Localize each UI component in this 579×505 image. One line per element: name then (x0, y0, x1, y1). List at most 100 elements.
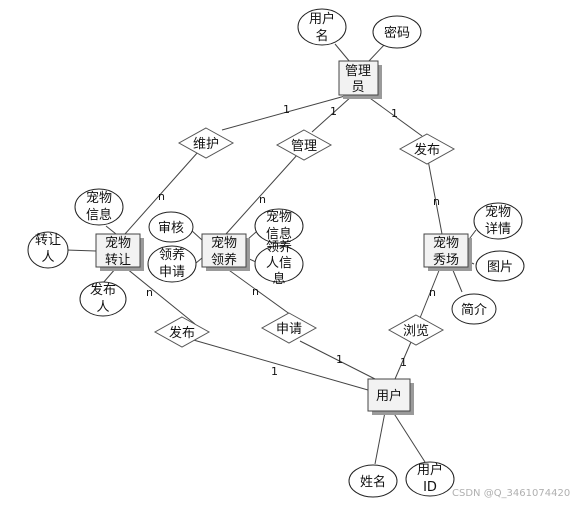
entity-pet-adopt-l2: 领养 (211, 252, 237, 268)
entity-user-label: 用户 (376, 388, 402, 404)
edge-adopt-review (190, 229, 203, 241)
attr-adopt-adopter-info-l3: 息 (272, 271, 285, 287)
entity-pet-adopt: 宠物 领养 (201, 233, 250, 271)
attr-show-pet-detail: 宠物 详情 (473, 202, 523, 240)
attr-transfer-publisher: 发布 人 (79, 281, 127, 317)
rel-manage-label: 管理 (291, 139, 317, 154)
entity-pet-transfer: 宠物 转让 (95, 233, 144, 271)
entity-admin-l2: 员 (351, 80, 364, 95)
rel-publish-show: 发布 (398, 133, 456, 165)
entity-pet-show-l1: 宠物 (433, 235, 459, 251)
card-admin-publish: 1 (391, 107, 398, 120)
edge-publish-show (427, 159, 443, 235)
rel-publish-transfer: 发布 (153, 316, 211, 348)
edge-show-intro (451, 267, 463, 293)
entity-admin-l1: 管理 (345, 64, 371, 79)
attr-transfer-transferor: 转让 人 (27, 231, 69, 269)
entity-pet-show: 宠物 秀场 (423, 233, 472, 271)
attr-admin-username-l2: 名 (315, 28, 328, 44)
edge-transfer-petinfo (105, 225, 117, 235)
attr-transfer-transferor-l2: 人 (41, 250, 54, 265)
card-manage-adopt: n (259, 193, 266, 206)
card-publish-show: n (433, 195, 440, 208)
edge-adopt-apply (195, 257, 203, 264)
entity-user: 用户 (367, 378, 414, 415)
edge-admin-maintain (221, 95, 346, 131)
edge-maintain-transfer (124, 151, 199, 235)
rel-maintain: 维护 (177, 127, 235, 159)
attr-show-picture-text: 图片 (487, 260, 513, 275)
watermark: CSDN @Q_3461074420 (452, 488, 570, 499)
card-show-browse: n (429, 286, 436, 299)
attr-transfer-petinfo-l2: 信息 (86, 207, 112, 223)
attr-transfer-publisher-l1: 发布 (90, 282, 116, 298)
edge-transfer-transferor (65, 249, 97, 252)
attr-user-id: 用户 ID (405, 461, 455, 497)
rel-manage: 管理 (275, 129, 333, 161)
rel-maintain-label: 维护 (193, 137, 219, 152)
attr-show-picture: 图片 (475, 250, 525, 282)
attr-adopt-petinfo-l1: 宠物 (266, 209, 292, 225)
edge-admin-manage (311, 95, 353, 133)
attr-transfer-transferor-l1: 转让 (35, 233, 61, 248)
cardinality-labels: 1 1 1 n n n n n n 1 1 1 (146, 103, 440, 378)
attr-admin-username-l1: 用户 (309, 11, 335, 27)
attr-adopt-apply-review-l1: 领养 (159, 247, 185, 263)
card-transfer-publish: n (146, 286, 153, 299)
entity-pet-transfer-l1: 宠物 (105, 235, 131, 251)
attr-adopt-adopter-info-l2: 人信 (266, 256, 292, 271)
card-apply-user: 1 (336, 353, 343, 366)
edge-browse-user (394, 341, 412, 380)
edge-admin-password (367, 43, 386, 63)
attr-show-pet-detail-l2: 详情 (485, 222, 511, 237)
attr-user-name-text: 姓名 (360, 474, 386, 490)
attr-adopt-review-text: 审核 (158, 221, 184, 236)
edge-user-id (392, 411, 426, 463)
attr-admin-password-text: 密码 (384, 25, 410, 41)
edge-show-browse (419, 267, 441, 319)
edge-publish-user (189, 338, 369, 391)
attr-adopt-apply-review-l2: 申请 (159, 265, 185, 280)
entity-nodes: 管理 员 宠物 转让 宠物 领养 宠物 秀场 用户 (95, 60, 472, 415)
attr-admin-password: 密码 (372, 15, 422, 49)
relationship-nodes: 维护 管理 发布 发布 申请 浏览 (153, 127, 456, 348)
attr-transfer-publisher-l2: 人 (96, 300, 109, 315)
card-admin-manage: 1 (330, 105, 337, 118)
rel-browse-label: 浏览 (403, 323, 429, 339)
attr-show-pet-detail-l1: 宠物 (485, 204, 511, 220)
card-adopt-apply: n (252, 285, 259, 298)
edge-transfer-publish (125, 267, 196, 325)
attr-adopt-petinfo-l2: 信息 (266, 226, 292, 242)
rel-browse: 浏览 (387, 314, 445, 346)
edge-manage-adopt (225, 153, 299, 235)
attr-user-name: 姓名 (348, 464, 398, 498)
rel-apply-label: 申请 (276, 322, 302, 337)
attr-adopt-apply-review: 领养 申请 (147, 245, 197, 283)
edge-adopt-apply-rel (225, 267, 299, 321)
rel-publish-transfer-label: 发布 (169, 325, 195, 341)
edge-apply-user (299, 340, 376, 380)
card-admin-maintain: 1 (283, 103, 290, 116)
attr-adopt-adopter-info-l1: 领养 (266, 239, 292, 255)
entity-pet-adopt-l1: 宠物 (211, 235, 237, 251)
attr-adopt-adopter-info: 领养 人信 息 (254, 239, 304, 287)
attr-user-id-l1: 用户 (417, 462, 443, 478)
card-maintain-transfer: n (158, 190, 165, 203)
attr-user-id-l2: ID (423, 480, 437, 495)
entity-admin: 管理 员 (338, 60, 382, 99)
attr-transfer-petinfo-l1: 宠物 (86, 190, 112, 206)
edge-user-name (374, 411, 386, 465)
edges (65, 43, 477, 465)
rel-publish-show-label: 发布 (414, 142, 440, 158)
edge-admin-username (334, 43, 351, 63)
attr-admin-username: 用户 名 (297, 8, 347, 46)
attribute-nodes: 用户 名 密码 宠物 信息 转让 人 发布 人 审核 (27, 8, 525, 498)
entity-pet-show-l2: 秀场 (433, 253, 459, 268)
rel-apply: 申请 (260, 312, 318, 344)
card-browse-user: 1 (400, 356, 407, 369)
entity-pet-transfer-l2: 转让 (105, 253, 131, 268)
attr-transfer-petinfo: 宠物 信息 (74, 188, 124, 226)
card-publish-user: 1 (271, 365, 278, 378)
attr-adopt-petinfo: 宠物 信息 (254, 208, 304, 244)
